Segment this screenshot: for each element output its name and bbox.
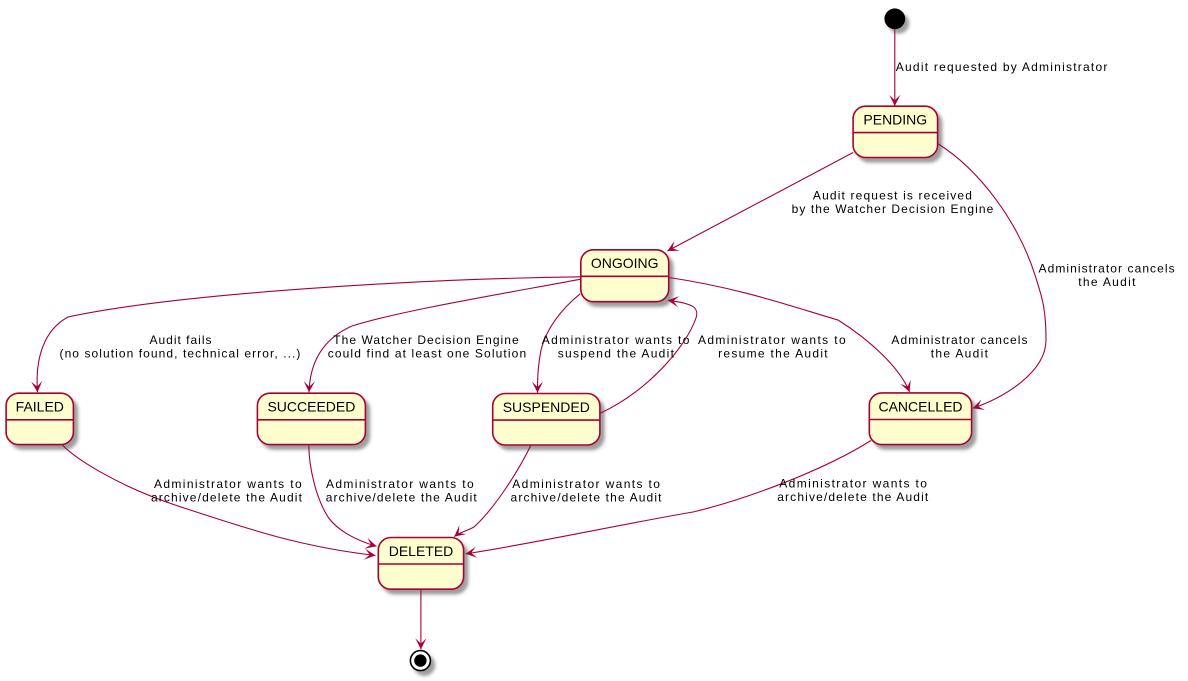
svg-text:archive/delete the Audit: archive/delete the Audit [326,490,478,504]
svg-text:Administrator wants to: Administrator wants to [512,477,661,491]
svg-text:SUCCEEDED: SUCCEEDED [267,399,355,415]
svg-text:the Audit: the Audit [1078,275,1136,289]
svg-text:FAILED: FAILED [16,399,64,415]
svg-text:Administrator wants to: Administrator wants to [154,477,303,491]
svg-text:by the Watcher Decision Engine: by the Watcher Decision Engine [792,202,995,216]
svg-text:CANCELLED: CANCELLED [878,398,962,414]
svg-text:DELETED: DELETED [389,543,454,559]
svg-text:PENDING: PENDING [863,112,927,128]
svg-text:The Watcher Decision Engine: The Watcher Decision Engine [333,333,519,347]
svg-text:Administrator wants to: Administrator wants to [326,477,475,491]
svg-text:archive/delete the Audit: archive/delete the Audit [151,490,303,504]
svg-text:Administrator wants to: Administrator wants to [698,333,847,347]
svg-text:Audit requested by Administrat: Audit requested by Administrator [896,60,1109,74]
svg-text:resume the Audit: resume the Audit [718,347,829,361]
svg-text:Audit request is received: Audit request is received [813,188,973,202]
svg-text:Administrator cancels: Administrator cancels [891,333,1028,347]
svg-text:ONGOING: ONGOING [591,255,659,271]
svg-text:suspend the Audit: suspend the Audit [558,347,676,361]
svg-text:archive/delete the Audit: archive/delete the Audit [511,490,663,504]
svg-text:Audit fails: Audit fails [149,333,212,347]
svg-text:Administrator cancels: Administrator cancels [1039,262,1176,276]
svg-text:the Audit: the Audit [931,347,989,361]
svg-text:Administrator wants to: Administrator wants to [779,476,928,490]
svg-text:Administrator wants to: Administrator wants to [542,333,691,347]
svg-text:SUSPENDED: SUSPENDED [503,399,590,415]
svg-text:archive/delete the Audit: archive/delete the Audit [777,490,929,504]
svg-text:could find at least one Soluti: could find at least one Solution [328,347,528,361]
svg-text:(no solution found, technical: (no solution found, technical error, ...… [60,347,302,361]
